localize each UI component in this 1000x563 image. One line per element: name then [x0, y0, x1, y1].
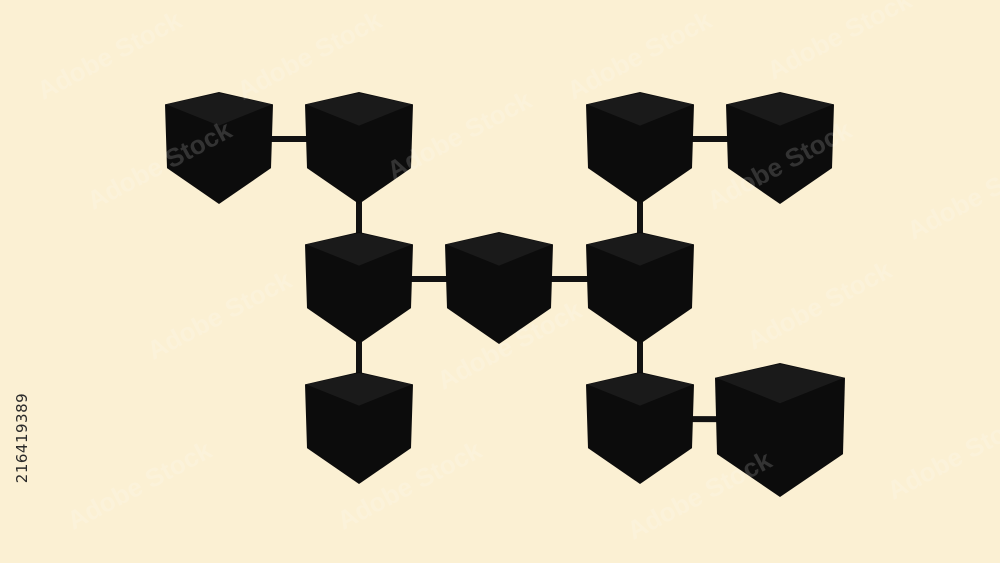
cube-9-body	[586, 372, 694, 484]
cube-10	[715, 363, 845, 497]
cube-9	[586, 372, 694, 484]
cube-7-body	[586, 232, 694, 344]
cube-1	[165, 92, 273, 204]
cube-5	[305, 232, 413, 344]
cube-6	[445, 232, 553, 344]
cube-1-body	[165, 92, 273, 204]
cube-2	[305, 92, 413, 204]
cube-4	[726, 92, 834, 204]
cube-1-top-face	[166, 93, 272, 126]
cube-10-body	[715, 363, 845, 497]
cube-2-top-face	[306, 93, 412, 126]
cube-3-body	[586, 92, 694, 204]
cube-2-body	[305, 92, 413, 204]
cube-4-body	[726, 92, 834, 204]
cube-10-top-face	[716, 364, 844, 404]
cube-9-top-face	[587, 373, 693, 406]
cube-3	[586, 92, 694, 204]
cube-8	[305, 372, 413, 484]
cube-8-body	[305, 372, 413, 484]
cube-5-top-face	[306, 233, 412, 266]
cube-layer	[165, 92, 845, 497]
cube-5-body	[305, 232, 413, 344]
cube-4-top-face	[727, 93, 833, 126]
cube-6-top-face	[446, 233, 552, 266]
cube-7-top-face	[587, 233, 693, 266]
cube-6-body	[445, 232, 553, 344]
cube-3-top-face	[587, 93, 693, 126]
stock-id-label: 216419389	[13, 392, 31, 484]
cube-7	[586, 232, 694, 344]
cube-8-top-face	[306, 373, 412, 406]
